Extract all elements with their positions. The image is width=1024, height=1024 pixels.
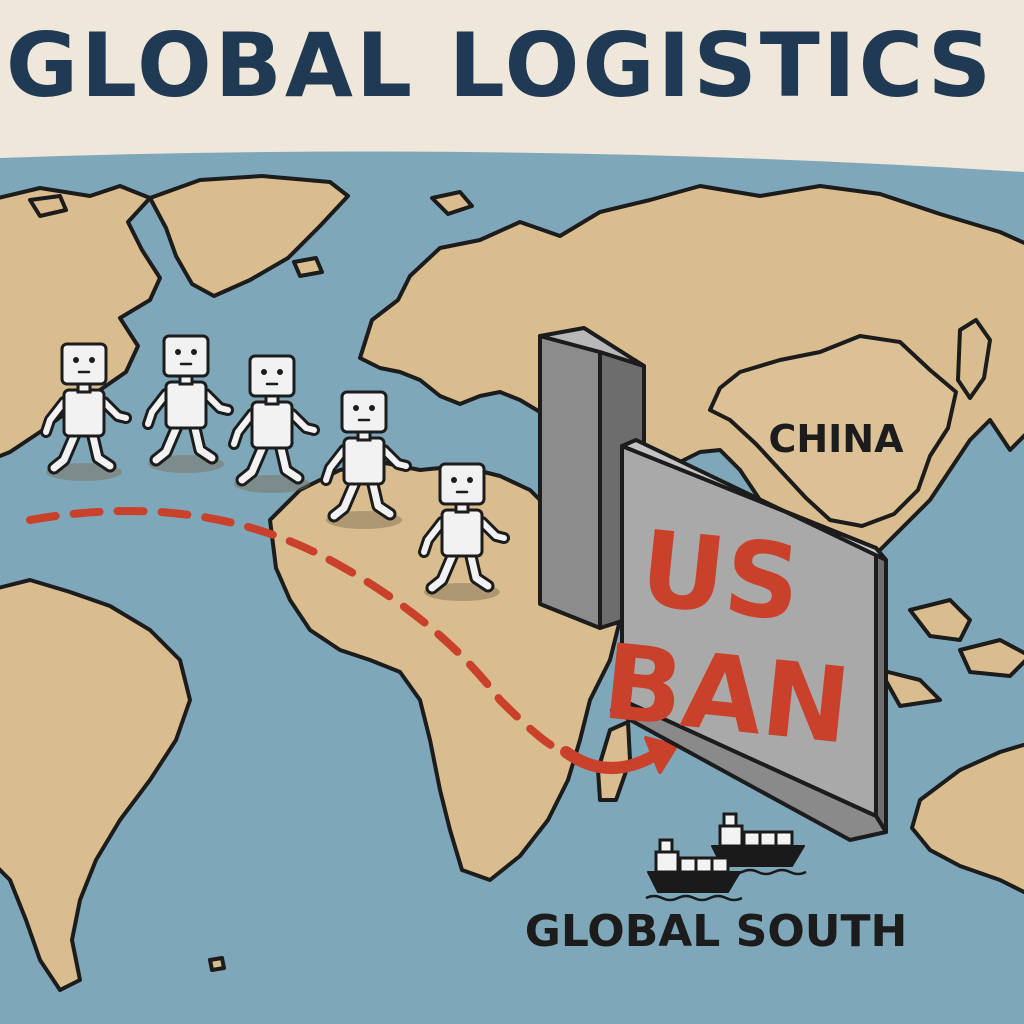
north-america bbox=[0, 184, 162, 462]
greenland bbox=[148, 174, 350, 298]
china-label: CHINA bbox=[768, 417, 904, 461]
arrow-icon bbox=[560, 746, 666, 774]
indonesia bbox=[908, 598, 972, 642]
page-title: GLOBAL LOGISTICS bbox=[5, 14, 995, 117]
route-line bbox=[26, 507, 560, 752]
australia bbox=[910, 738, 1024, 902]
south-america bbox=[0, 578, 192, 992]
japan bbox=[956, 318, 992, 400]
ban-label-line2: BAN bbox=[598, 620, 856, 767]
china-region bbox=[708, 334, 958, 528]
ban-label-line1: US bbox=[635, 507, 806, 645]
global-south-label: GLOBAL SOUTH bbox=[525, 906, 908, 957]
wall-icon bbox=[538, 326, 888, 842]
